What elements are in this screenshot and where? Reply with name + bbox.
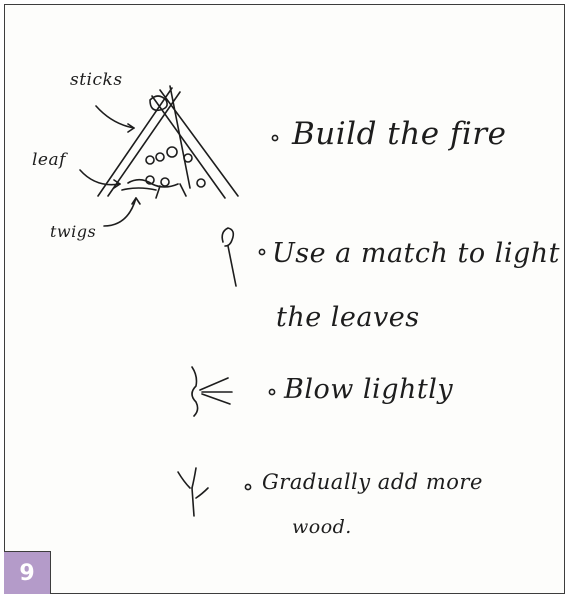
step-use-match-line1: Use a match to light — [272, 238, 560, 269]
step-add-wood-line2: wood. — [292, 516, 352, 538]
match-icon — [222, 228, 236, 286]
campfire-sketch-icon — [80, 86, 238, 226]
step-build-fire: Build the fire — [292, 116, 506, 152]
step-blow-lightly: Blow lightly — [284, 374, 453, 405]
bullet — [259, 249, 264, 254]
bullet — [272, 135, 277, 140]
card-number: 9 — [19, 561, 34, 586]
label-sticks: sticks — [70, 70, 123, 90]
card-number-badge: 9 — [4, 551, 51, 594]
twig-icon — [178, 468, 208, 516]
label-twigs: twigs — [50, 222, 96, 241]
bullet — [245, 484, 250, 489]
blow-air-icon — [192, 367, 232, 416]
label-leaf: leaf — [32, 150, 66, 170]
step-add-wood-line1: Gradually add more — [262, 470, 483, 494]
bullet — [269, 389, 274, 394]
step-use-match-line2: the leaves — [276, 302, 420, 333]
